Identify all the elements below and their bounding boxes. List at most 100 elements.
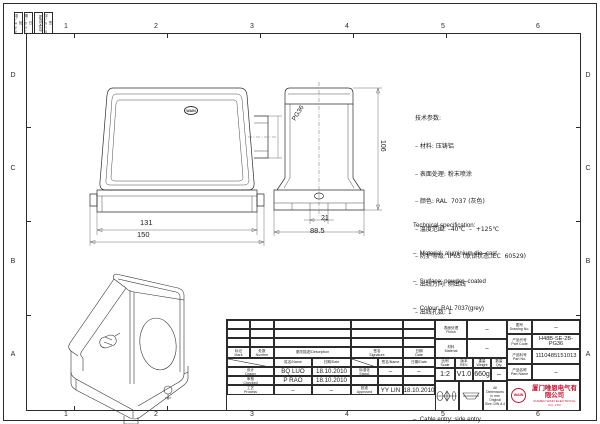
- checked-by-date: 18.10.2010: [312, 376, 351, 385]
- finish-label-cn: 表面处理: [443, 325, 459, 330]
- technical-spec-chinese: 技术参数: – 材料: 压铸铝 – 表面处理: 粉末喷涂 – 颜色: RAL 7…: [415, 96, 526, 363]
- part-code-label: 产品代号 Part Code: [507, 334, 532, 349]
- part-no-value: 1110485151013: [532, 349, 580, 364]
- revision-row-empty: [227, 320, 250, 329]
- zone-letter-left-c: C: [10, 165, 16, 172]
- zone-letter-left-b: B: [10, 258, 16, 265]
- revision-header-date-cn: 日期: [415, 348, 423, 353]
- units-note-line-1: All Dimensions in mm: [486, 386, 504, 398]
- zone-tick: [26, 315, 31, 316]
- role-process-en: Process: [244, 390, 257, 394]
- zone-letter-right-a: A: [585, 351, 591, 358]
- approved-name: YY LIN: [378, 385, 403, 395]
- revision-header-mark: 标记 Mark: [227, 347, 250, 358]
- role-approved: 批准 Approved: [351, 385, 378, 395]
- company-identity: WAIN 厦门唯恩电气有限公司 XIAMEN WAIN ELECTRICAL C…: [508, 383, 579, 407]
- material-value: –: [467, 339, 507, 358]
- diagonal-split-right: [351, 358, 378, 367]
- revision-row-empty: [351, 338, 403, 347]
- scale-label-cn: 比例: [441, 359, 449, 363]
- zone-number-bottom-4: 4: [345, 411, 349, 418]
- drawing-no-label: 图号 Drawing No.: [507, 320, 532, 334]
- drawing-no-value: –: [532, 320, 580, 334]
- zone-number-top-6: 6: [536, 23, 540, 30]
- part-name-label-cn: 产品名称: [512, 368, 527, 372]
- spec-cn-line-6: – 出线方向: 侧出线: [415, 281, 466, 289]
- role-checked-cn: 审核: [246, 376, 255, 381]
- dimension-label-106: 106: [379, 140, 386, 152]
- revision-row-empty: [351, 329, 403, 338]
- drawing-no-label-cn: 图号: [515, 323, 524, 327]
- finish-label-en: Finish: [446, 329, 456, 334]
- stand-date: –: [403, 367, 435, 376]
- zone-tick: [74, 406, 75, 411]
- revision-row-empty: [274, 320, 351, 329]
- margin-label-sign: 签字/Sign: [44, 12, 53, 34]
- spec-en-line-7: – Cable entry: side entry: [413, 415, 481, 423]
- role-checked: 审核 Checked: [227, 376, 274, 385]
- part-name-label-en: Part Name: [510, 372, 529, 376]
- zone-tick: [576, 127, 581, 128]
- zone-letter-right-d: D: [585, 72, 591, 79]
- blank-cell: [403, 376, 435, 385]
- scale-label-en: Scale: [440, 363, 450, 367]
- role-stand-cn: 标准化: [359, 367, 370, 372]
- margin-label-appd: 批准/Appd: [14, 12, 23, 34]
- role-drawn-cn: 设计: [246, 367, 255, 372]
- material-label-cn: 材料: [447, 344, 455, 349]
- spec-en-line-1: – Material: aluminium die–cast: [413, 250, 497, 258]
- weight-label-cn: 重量: [478, 359, 486, 363]
- dimension-label-21: 21: [321, 215, 329, 222]
- revision-row-empty: [250, 338, 274, 347]
- part-no-label-en: Part No.: [512, 356, 527, 361]
- zone-tick: [446, 33, 447, 38]
- spec-cn-line-7: – 出线孔数: 1: [415, 308, 452, 316]
- revision-row-empty: [227, 338, 250, 347]
- blank-cell: [378, 376, 403, 385]
- drawing-no-label-en: Drawing No.: [509, 327, 530, 331]
- revision-row-empty: [274, 338, 351, 347]
- part-code-label-en: Part Code: [511, 341, 528, 346]
- revision-header-description: 更改描述/Description: [274, 347, 351, 358]
- isometric-view-drawing: [68, 273, 189, 424]
- side-view-drawing: [273, 82, 382, 236]
- revision-row-empty: [227, 329, 250, 338]
- revision-row-empty: [274, 329, 351, 338]
- qty-label: 数量 Qty.: [491, 358, 507, 368]
- rev-label-cn: 版本: [460, 359, 468, 363]
- rev-value: V1.0: [455, 368, 473, 381]
- company-name-en: XIAMEN WAIN ELECTRICAL CO.,LTD: [533, 398, 576, 407]
- revision-row-empty: [250, 329, 274, 338]
- zone-letter-left-d: D: [10, 72, 16, 79]
- revision-header-date: 日期 Date: [403, 347, 435, 358]
- checked-by-name: P RAO: [274, 376, 312, 385]
- revision-row-empty: [403, 320, 435, 329]
- wain-logo-badge-front: WAIN: [184, 106, 198, 115]
- spec-cn-line-2: – 表面处理: 粉末喷涂: [415, 170, 472, 178]
- revision-row-empty: [403, 338, 435, 347]
- material-label: 材料 Material: [435, 339, 467, 358]
- weight-label: 重量 Weight: [473, 358, 491, 368]
- zone-tick: [576, 221, 581, 222]
- spec-cn-line-5: – 防护等级: IP65 (联锁状态,IEC 60529): [415, 253, 527, 261]
- weight-label-en: Weight: [476, 363, 488, 367]
- units-note-line-2: Original Size: DIN A 4: [485, 398, 505, 406]
- revision-header-signature: 签名 Signature: [351, 347, 403, 358]
- zone-number-top-3: 3: [250, 23, 254, 30]
- company-name-cn: 厦门唯恩电气有限公司: [532, 383, 577, 399]
- blank-cell: [351, 376, 378, 385]
- margin-label-date: 日期/Date: [24, 12, 33, 34]
- revision-header-signature-cn: 签名: [373, 348, 381, 353]
- rev-label-en: REV.: [459, 363, 469, 367]
- drawn-by-date: 18.10.2010: [312, 367, 351, 376]
- revision-row-empty: [351, 320, 403, 329]
- approved-date: 18.10.2010: [403, 385, 435, 395]
- zone-number-bottom-3: 3: [250, 411, 254, 418]
- revision-row-empty: [403, 329, 435, 338]
- subheader-sign-name: 签名/Name: [378, 358, 403, 367]
- projection-symbol-cell: [435, 381, 459, 411]
- finish-label: 表面处理 Finish: [435, 320, 467, 339]
- units-note: All Dimensions in mm Original Size: DIN …: [483, 381, 507, 411]
- dimension-label-150: 150: [137, 230, 150, 239]
- zone-tick: [353, 33, 354, 38]
